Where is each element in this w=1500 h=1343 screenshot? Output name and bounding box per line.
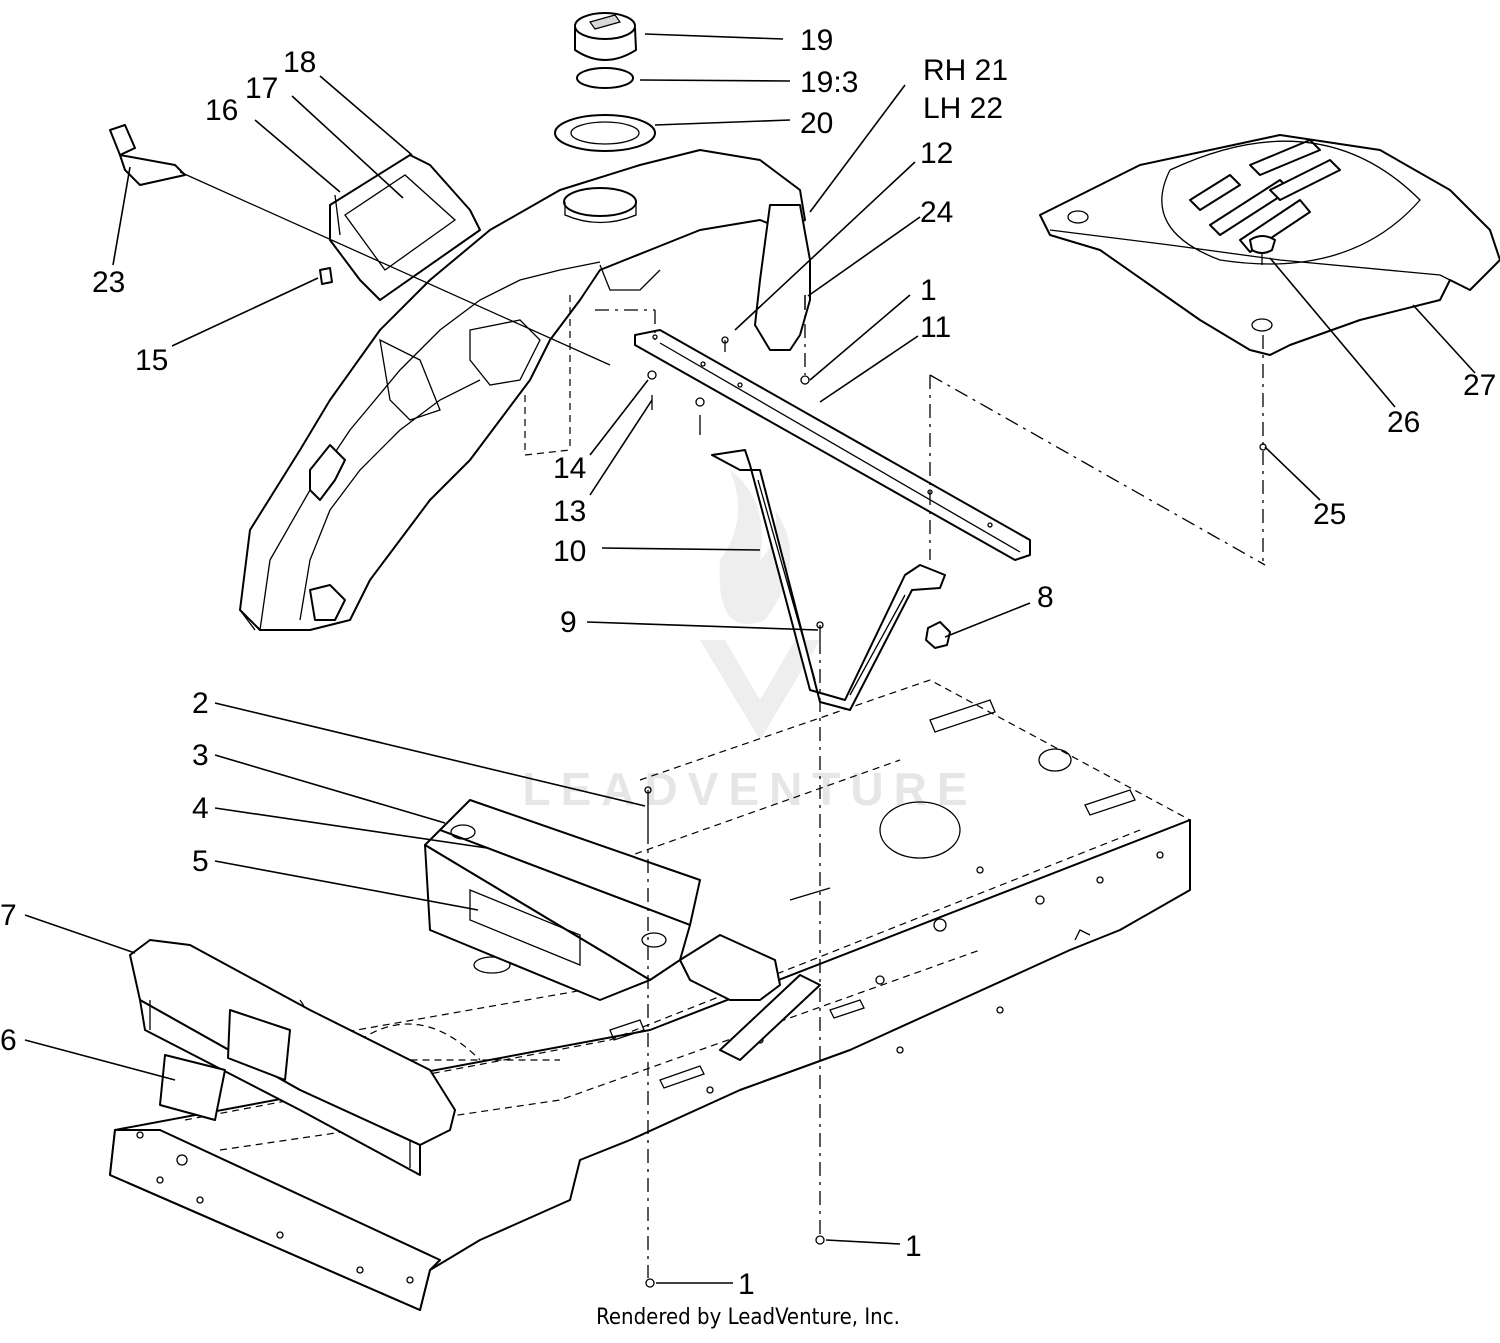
callout-labels: 19 19:3 20 RH 21 LH 22 12 24 1 11 18 17 … (0, 24, 1496, 1301)
callout-8: 8 (1037, 581, 1054, 614)
seat-switch-assembly (109, 124, 611, 366)
footer-credit: Rendered by LeadVenture, Inc. (596, 1305, 900, 1330)
watermark-text: LEADVENTURE (522, 763, 977, 815)
callout-24: 24 (920, 196, 953, 229)
callout-16: 16 (205, 94, 238, 127)
watermark-logo (700, 470, 820, 740)
callout-9: 9 (560, 606, 577, 639)
callout-15: 15 (135, 344, 168, 377)
callout-1-right: 1 (905, 1230, 922, 1263)
callout-18: 18 (283, 46, 316, 79)
callout-20: 20 (800, 107, 833, 140)
callout-6: 6 (0, 1024, 17, 1057)
callout-11: 11 (920, 311, 951, 344)
leader-lines (24, 33, 1476, 1284)
callout-1-bottom: 1 (738, 1268, 755, 1301)
callout-13: 13 (553, 495, 586, 528)
callout-23: 23 (92, 266, 125, 299)
callout-2: 2 (192, 687, 209, 720)
fender-body-assembly (239, 149, 811, 631)
fuel-cap-assembly (554, 12, 656, 152)
callout-1-top: 1 (920, 274, 937, 307)
callout-4: 4 (192, 792, 209, 825)
rear-panel (1039, 134, 1500, 356)
callout-10: 10 (553, 535, 586, 568)
callout-14: 14 (553, 452, 586, 485)
callout-25: 25 (1313, 498, 1346, 531)
callout-12: 12 (920, 137, 953, 170)
callout-27: 27 (1463, 369, 1496, 402)
callout-5: 5 (192, 845, 209, 878)
callout-rh21: RH 21 (923, 54, 1008, 87)
callout-19: 19 (800, 24, 833, 57)
callout-17: 17 (245, 72, 278, 105)
callout-26: 26 (1387, 406, 1420, 439)
callout-7: 7 (0, 899, 17, 932)
callout-lh22: LH 22 (923, 92, 1003, 125)
callout-3: 3 (192, 739, 209, 772)
frame-assembly (109, 679, 1191, 1311)
assembly-lines (595, 295, 1266, 1278)
support-bar-assembly (634, 295, 1267, 1288)
callout-19-3: 19:3 (800, 66, 858, 99)
